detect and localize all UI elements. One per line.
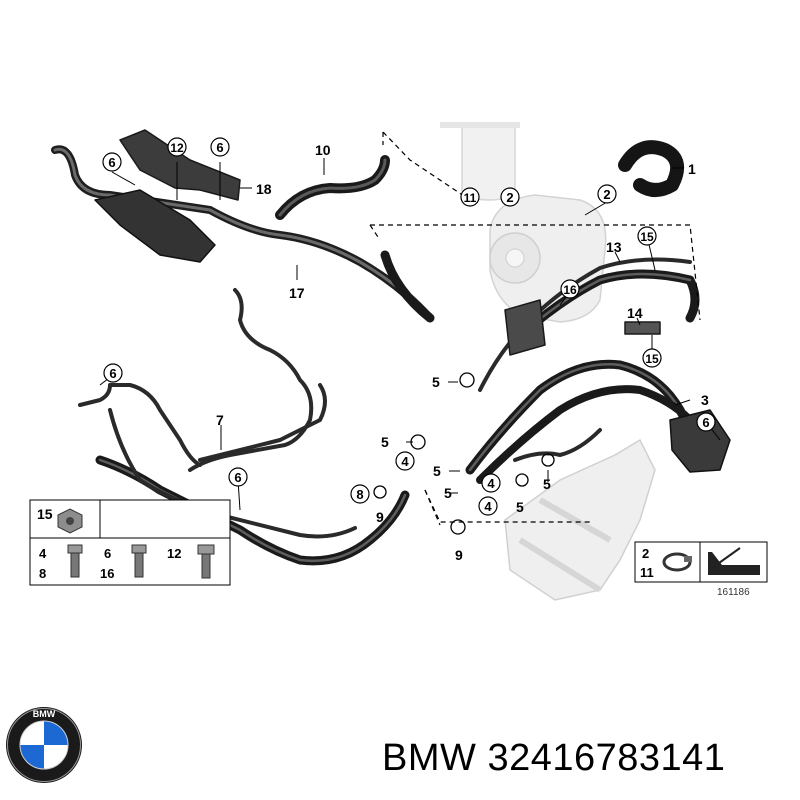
legend-label-11: 11	[640, 565, 654, 580]
hose-3b	[476, 385, 694, 484]
callout-5: 5	[433, 463, 441, 479]
callout-6: 6	[102, 152, 122, 172]
bracket-18	[119, 129, 241, 201]
drawing-number: 161186	[717, 587, 750, 598]
callout-label: 15	[645, 352, 659, 366]
valve-block	[669, 409, 731, 473]
hose-clamp-icon	[662, 552, 692, 572]
bracket-16	[504, 299, 546, 356]
bmw-logo-icon: BMW	[6, 707, 82, 783]
legend-fasteners: 15 4 8 6 16 12	[29, 499, 231, 586]
callout-5: 5	[543, 476, 551, 492]
bolt-icon	[67, 544, 83, 578]
callout-label: 8	[356, 487, 363, 502]
part-number: 32416783141	[487, 737, 726, 779]
callout-label: 4	[401, 454, 409, 469]
logo-lettering: BMW	[33, 709, 56, 719]
callout-label: 6	[108, 155, 115, 170]
callout-2: 2	[500, 187, 520, 207]
callout-3: 3	[701, 392, 709, 408]
legend-label-2: 2	[642, 546, 649, 561]
hose-1	[618, 140, 685, 197]
callout-14: 14	[627, 305, 643, 321]
callout-label: 12	[170, 141, 184, 155]
callout-label: 2	[506, 190, 513, 205]
callout-12: 12	[167, 137, 187, 157]
brand-name: BMW	[382, 737, 477, 779]
line-7e	[198, 383, 327, 462]
callout-10: 10	[315, 142, 331, 158]
line-7a	[78, 383, 202, 467]
callout-label: 15	[640, 230, 654, 244]
legend-label-15: 15	[37, 506, 53, 522]
callout-8: 8	[350, 484, 370, 504]
callouts: 6 12 6 18 10 11 2 1 2 17 13 15 16 14 15 …	[102, 137, 716, 563]
legend-label-12: 12	[167, 546, 181, 561]
callout-label: 6	[702, 415, 709, 430]
callout-15: 15	[642, 348, 662, 368]
legend-label-6: 6	[104, 546, 111, 561]
callout-11: 11	[460, 187, 480, 207]
bolt-icon	[131, 544, 147, 578]
callout-label: 6	[234, 470, 241, 485]
callout-label: 16	[563, 283, 577, 297]
callout-5: 5	[516, 499, 524, 515]
callout-18: 18	[256, 181, 272, 197]
bolt-icon	[197, 544, 215, 579]
callout-label: 11	[464, 191, 477, 205]
pipe-small	[513, 428, 602, 462]
reservoir-cap-ghost	[440, 122, 520, 128]
brand-part-number: BMW 32416783141	[382, 737, 725, 780]
callout-label: 4	[487, 476, 495, 491]
callout-4: 4	[395, 451, 415, 471]
cooler-body	[94, 189, 216, 263]
callout-16: 16	[560, 279, 580, 299]
callout-2: 2	[597, 184, 617, 204]
callout-5: 5	[381, 434, 389, 450]
callout-1: 1	[688, 161, 696, 177]
callout-4: 4	[478, 496, 498, 516]
callout-7: 7	[216, 412, 224, 428]
callout-6: 6	[210, 137, 230, 157]
dashed-leaders	[369, 131, 701, 526]
legend-label-16: 16	[100, 566, 114, 581]
callout-9: 9	[455, 547, 463, 563]
callout-4: 4	[481, 473, 501, 493]
hose-17	[380, 250, 435, 323]
callout-13: 13	[606, 239, 622, 255]
callout-6: 6	[228, 467, 248, 487]
line-7b	[188, 288, 314, 472]
legend-label-8: 8	[39, 566, 46, 581]
callout-6: 6	[696, 412, 716, 432]
callout-label: 6	[216, 140, 223, 155]
legend-clamp: 2 11 161186	[634, 541, 768, 598]
callout-6: 6	[103, 363, 123, 383]
seal-rings	[373, 372, 555, 535]
callout-17: 17	[289, 285, 305, 301]
callout-15: 15	[637, 226, 657, 246]
callout-label: 6	[109, 366, 116, 381]
callout-label: 2	[603, 187, 610, 202]
callout-5: 5	[432, 374, 440, 390]
legend-label-4: 4	[39, 546, 47, 561]
callout-5: 5	[444, 485, 452, 501]
callout-9: 9	[376, 509, 384, 525]
callout-label: 4	[484, 499, 492, 514]
arrow-marker-icon	[708, 547, 760, 575]
clamp-14	[624, 321, 661, 335]
